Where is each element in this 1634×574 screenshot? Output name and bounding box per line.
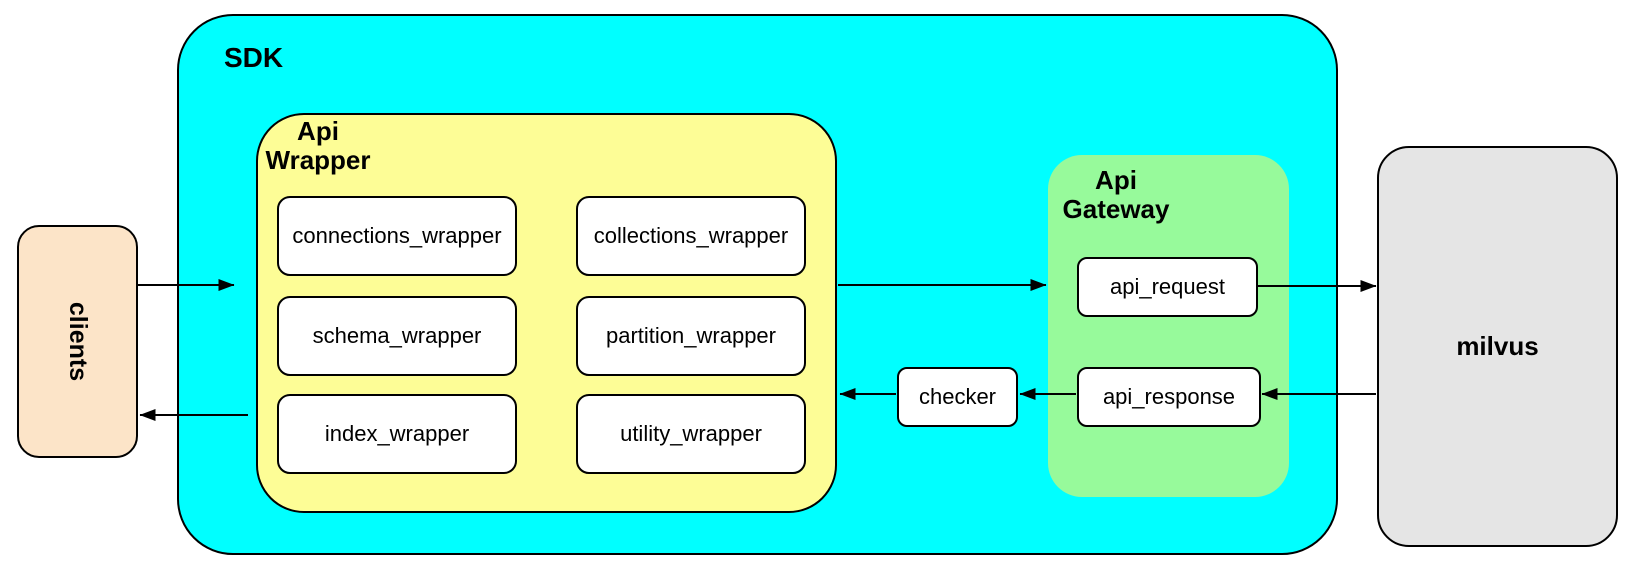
milvus-label: milvus: [1456, 331, 1539, 361]
partition-wrapper-label: partition_wrapper: [606, 323, 776, 348]
schema-wrapper-label: schema_wrapper: [312, 323, 482, 348]
collections-wrapper-label: collections_wrapper: [593, 223, 789, 248]
connections-wrapper-label: connections_wrapper: [292, 223, 502, 248]
api-wrapper-label: Api Wrapper: [265, 116, 371, 176]
sdk-label: SDK: [224, 42, 284, 73]
api-request-label: api_request: [1110, 274, 1225, 299]
utility-wrapper-label: utility_wrapper: [620, 421, 762, 446]
index-wrapper-label: index_wrapper: [324, 421, 470, 446]
checker-label: checker: [918, 384, 997, 409]
node-clients: clients: [17, 225, 138, 458]
api-gateway-label: Api Gateway: [1062, 165, 1170, 225]
node-schema-wrapper: schema_wrapper: [277, 296, 517, 376]
node-partition-wrapper: partition_wrapper: [576, 296, 806, 376]
node-api-gateway-container: [1048, 155, 1289, 497]
clients-label: clients: [63, 301, 92, 382]
node-checker: checker: [897, 367, 1018, 427]
node-api-response: api_response: [1077, 367, 1261, 427]
api-response-label: api_response: [1102, 384, 1236, 409]
node-collections-wrapper: collections_wrapper: [576, 196, 806, 276]
node-api-request: api_request: [1077, 257, 1258, 317]
node-index-wrapper: index_wrapper: [277, 394, 517, 474]
node-connections-wrapper: connections_wrapper: [277, 196, 517, 276]
node-milvus: milvus: [1377, 146, 1618, 547]
node-utility-wrapper: utility_wrapper: [576, 394, 806, 474]
